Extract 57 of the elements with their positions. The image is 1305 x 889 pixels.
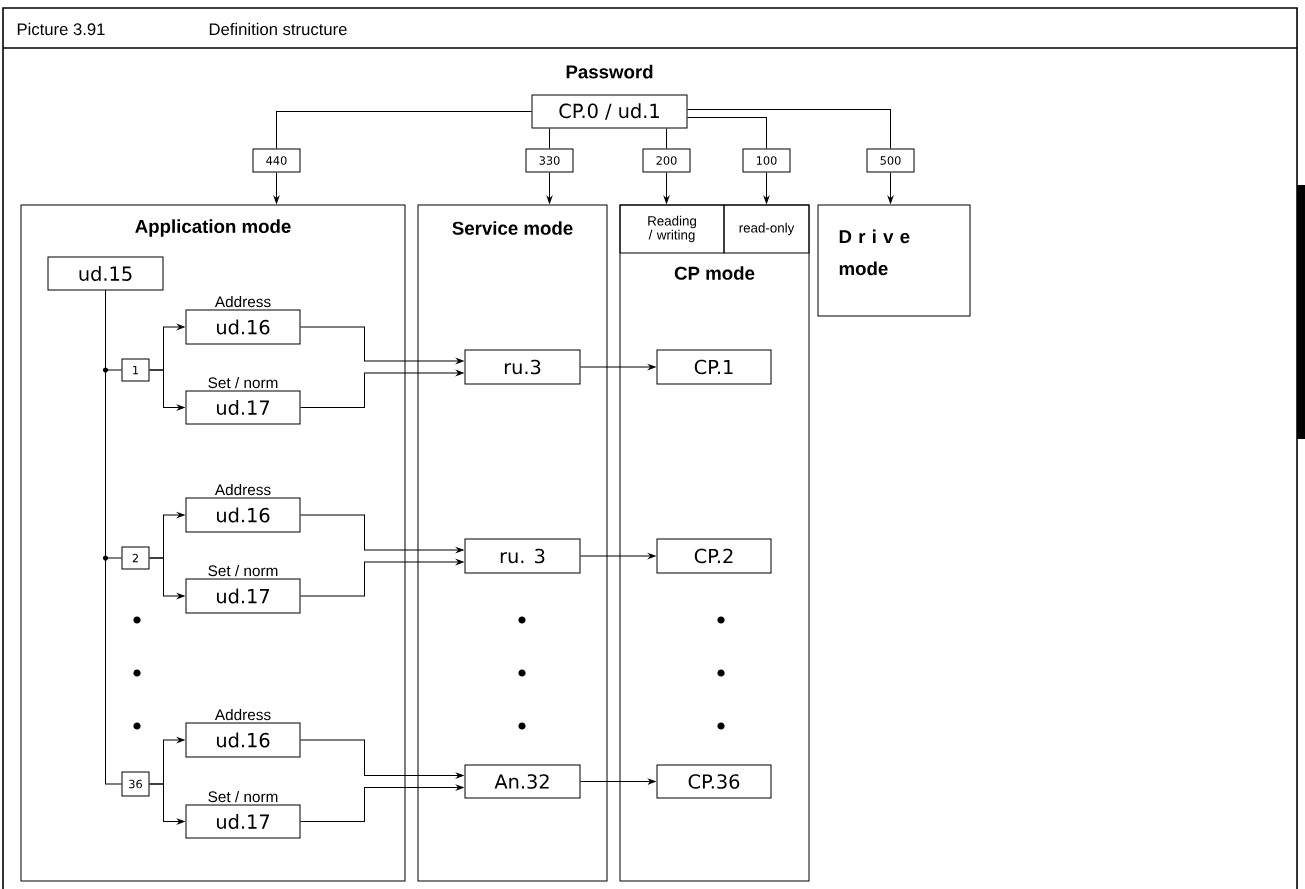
parameter-box: Set / norm ud.17 bbox=[185, 790, 301, 839]
connector bbox=[546, 172, 553, 204]
connector bbox=[887, 172, 894, 204]
node-label: Set / norm bbox=[208, 790, 278, 803]
code-box: 36 bbox=[121, 771, 150, 797]
node-label: Address bbox=[214, 483, 271, 496]
connector bbox=[687, 109, 891, 149]
code-box: 2 bbox=[121, 546, 150, 570]
parameter-box: ru.3 bbox=[464, 349, 581, 385]
connector bbox=[149, 783, 185, 825]
connector bbox=[666, 128, 667, 149]
parameter-box: ud.15 bbox=[47, 256, 164, 291]
code-box: 100 bbox=[742, 148, 791, 173]
parameter-box: CP.2 bbox=[656, 538, 772, 574]
code-box: 330 bbox=[525, 148, 574, 173]
connector bbox=[549, 128, 550, 149]
code-box: 200 bbox=[642, 148, 691, 173]
parameter-box: Address ud.16 bbox=[185, 295, 301, 345]
parameter-box: An.32 bbox=[464, 764, 581, 799]
connector bbox=[300, 784, 464, 822]
parameter-box: CP.36 bbox=[656, 764, 772, 799]
parameter-box: Set / norm ud.17 bbox=[185, 376, 301, 425]
parameter-box: CP.1 bbox=[656, 349, 772, 385]
code-box: 1 bbox=[121, 358, 150, 382]
parameter-box: ru. 3 bbox=[464, 538, 581, 574]
access-cell: Reading / writing bbox=[619, 204, 725, 254]
connector bbox=[300, 326, 464, 364]
connector bbox=[663, 172, 670, 204]
connector bbox=[580, 553, 656, 559]
password-box: Password CP.0 / ud.1 bbox=[531, 64, 688, 129]
connector bbox=[105, 290, 122, 785]
figure-title: Definition structure bbox=[209, 22, 347, 36]
parameter-box: Set / norm ud.17 bbox=[185, 564, 301, 614]
code-box: 440 bbox=[252, 148, 301, 173]
code-box: 500 bbox=[866, 148, 915, 173]
connector bbox=[763, 172, 770, 204]
access-cell: read-only bbox=[723, 204, 810, 254]
connector bbox=[580, 364, 656, 370]
connector bbox=[300, 514, 464, 553]
node-label: Set / norm bbox=[208, 564, 278, 577]
connector bbox=[273, 172, 280, 204]
figure-number: Picture 3.91 bbox=[17, 22, 105, 36]
parameter-box: Address ud.16 bbox=[185, 483, 301, 533]
connector bbox=[300, 739, 464, 779]
mode-box: D r i v e mode bbox=[817, 204, 971, 317]
node-label: Set / norm bbox=[208, 376, 278, 389]
node-label: Address bbox=[214, 295, 271, 308]
connector bbox=[276, 111, 532, 149]
connector bbox=[300, 559, 464, 597]
connector bbox=[149, 369, 185, 411]
node-label: Password bbox=[566, 64, 653, 79]
node-label: Address bbox=[214, 708, 271, 721]
connector bbox=[687, 117, 767, 149]
parameter-box: Address ud.16 bbox=[185, 708, 301, 758]
connector bbox=[580, 778, 656, 785]
connector bbox=[300, 370, 464, 408]
connector bbox=[149, 557, 185, 599]
